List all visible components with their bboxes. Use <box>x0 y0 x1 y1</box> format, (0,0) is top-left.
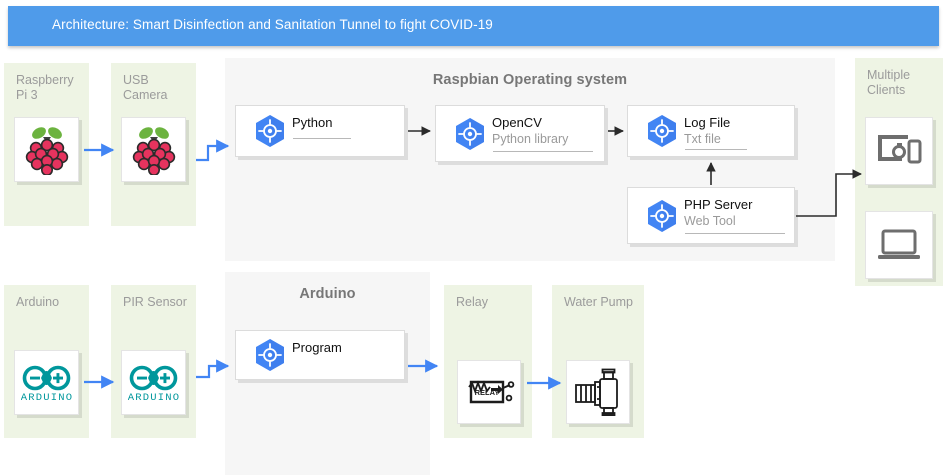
group-arduino-board-label: Arduino <box>16 295 60 309</box>
raspberry-pi-icon <box>132 126 175 175</box>
group-raspberry-pi-3-label: Raspberry Pi 3 <box>16 73 74 102</box>
laptop-tile[interactable] <box>865 211 933 279</box>
card-program[interactable]: Program <box>235 330 405 380</box>
group-multiple-clients-label: Multiple Clients <box>867 68 911 97</box>
arrow-pir-to-program <box>196 359 230 379</box>
usb-camera-logo-tile[interactable] <box>121 117 186 182</box>
laptop-icon <box>878 229 920 259</box>
svg-text:ARDUINO: ARDUINO <box>128 392 180 403</box>
card-python[interactable]: Python <box>235 105 405 157</box>
hexagon-gear-icon <box>456 117 484 150</box>
page-title-bar: Architecture: Smart Disinfection and San… <box>8 6 939 46</box>
card-opencv-title: OpenCV <box>492 115 542 130</box>
group-usb-camera-label: USB Camera <box>123 73 168 102</box>
card-opencv-subtitle: Python library <box>492 132 569 146</box>
hexagon-gear-icon <box>256 115 284 147</box>
card-python-title: Python <box>292 115 333 130</box>
water-pump-icon <box>575 368 618 416</box>
card-php-server-rule <box>685 233 785 234</box>
card-php-server[interactable]: PHP Server Web Tool <box>627 187 795 244</box>
relay-tile[interactable]: RELAY <box>457 360 521 424</box>
card-python-rule <box>293 138 351 139</box>
group-raspbian-os-title: Raspbian Operating system <box>432 72 628 88</box>
pir-sensor-logo-tile[interactable]: ARDUINO <box>121 350 186 415</box>
card-php-server-subtitle: Web Tool <box>684 214 736 228</box>
card-program-title: Program <box>292 340 342 355</box>
multi-device-tile[interactable] <box>865 117 933 185</box>
svg-text:ARDUINO: ARDUINO <box>21 392 73 403</box>
group-relay-label: Relay <box>456 295 488 309</box>
arduino-icon: ARDUINO <box>128 365 180 403</box>
arduino-logo-tile[interactable]: ARDUINO <box>14 350 79 415</box>
hexagon-gear-icon <box>648 115 676 147</box>
group-pir-sensor-label: PIR Sensor <box>123 295 187 309</box>
card-opencv[interactable]: OpenCV Python library <box>435 105 605 162</box>
arduino-icon: ARDUINO <box>21 365 73 403</box>
card-log-file[interactable]: Log File Txt file <box>627 105 795 157</box>
card-log-file-title: Log File <box>684 115 731 130</box>
card-log-file-subtitle: Txt file <box>684 132 721 146</box>
hexagon-gear-icon <box>648 199 676 232</box>
group-arduino-section-title: Arduino <box>299 286 356 302</box>
water-pump-tile[interactable] <box>566 360 630 424</box>
card-php-server-title: PHP Server <box>684 197 753 212</box>
multi-device-icon <box>878 135 922 164</box>
card-opencv-rule <box>493 151 593 152</box>
card-log-file-rule <box>685 149 747 150</box>
page-title: Architecture: Smart Disinfection and San… <box>52 17 493 32</box>
raspberry-pi-icon <box>25 126 68 175</box>
raspberry-pi-logo-tile[interactable] <box>14 117 79 182</box>
group-water-pump-label: Water Pump <box>564 295 634 309</box>
relay-glyph-label: RELAY <box>475 388 500 397</box>
hexagon-gear-icon <box>256 339 284 371</box>
relay-icon: RELAY <box>468 380 515 404</box>
arrow-camera-to-python <box>196 139 230 162</box>
